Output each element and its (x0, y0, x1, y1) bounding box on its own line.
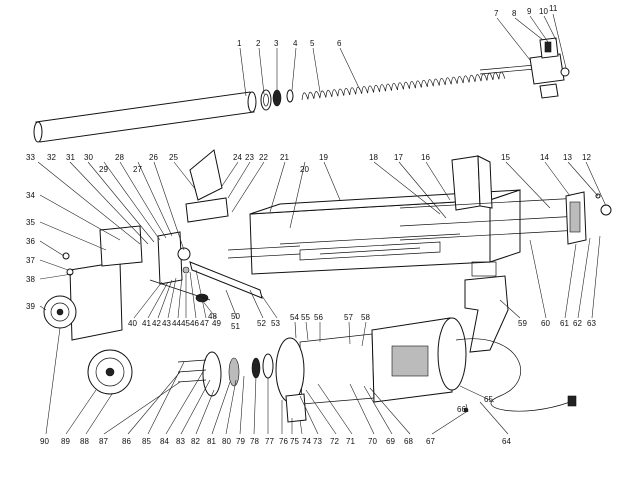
label-26: 26 (149, 153, 158, 162)
label-14: 14 (540, 153, 549, 162)
label-81: 81 (207, 437, 216, 446)
label-65: 65 (484, 395, 493, 404)
leader-lines (37, 13, 607, 435)
label-6: 6 (337, 39, 342, 48)
label-64: 64 (502, 437, 511, 446)
label-90: 90 (40, 437, 49, 446)
label-60: 60 (541, 319, 550, 328)
label-59: 59 (518, 319, 527, 328)
label-16: 16 (421, 153, 430, 162)
label-42: 42 (152, 319, 161, 328)
label-4: 4 (293, 39, 298, 48)
label-23: 23 (245, 153, 254, 162)
tube-assembly (33, 37, 570, 143)
label-21: 21 (280, 153, 289, 162)
label-69: 69 (386, 437, 395, 446)
label-77: 77 (265, 437, 274, 446)
label-83: 83 (176, 437, 185, 446)
label-45: 45 (181, 319, 190, 328)
label-67: 67 (426, 437, 435, 446)
label-31: 31 (66, 153, 75, 162)
label-62: 62 (573, 319, 582, 328)
motor-assembly (177, 317, 577, 423)
label-71: 71 (346, 437, 355, 446)
label-38: 38 (26, 275, 35, 284)
label-79: 79 (236, 437, 245, 446)
label-58: 58 (361, 313, 370, 322)
label-22: 22 (259, 153, 268, 162)
label-35: 35 (26, 218, 35, 227)
label-68: 68 (404, 437, 413, 446)
label-3: 3 (274, 39, 279, 48)
label-89: 89 (61, 437, 70, 446)
label-78: 78 (250, 437, 259, 446)
spring (301, 71, 506, 101)
label-80: 80 (222, 437, 231, 446)
label-30: 30 (84, 153, 93, 162)
label-50: 50 (231, 312, 240, 321)
label-33: 33 (26, 153, 35, 162)
wheel-assembly (43, 225, 211, 395)
label-2: 2 (256, 39, 261, 48)
label-20: 20 (300, 165, 309, 174)
label-86: 86 (122, 437, 131, 446)
label-61: 61 (560, 319, 569, 328)
label-9: 9 (527, 7, 532, 16)
label-18: 18 (369, 153, 378, 162)
label-15: 15 (501, 153, 510, 162)
label-5: 5 (310, 39, 315, 48)
label-52: 52 (257, 319, 266, 328)
label-53: 53 (271, 319, 280, 328)
label-12: 12 (582, 153, 591, 162)
label-48: 48 (208, 312, 217, 321)
label-8: 8 (512, 9, 517, 18)
label-36: 36 (26, 237, 35, 246)
label-84: 84 (160, 437, 169, 446)
label-13: 13 (563, 153, 572, 162)
label-39: 39 (26, 302, 35, 311)
beam-assembly (185, 149, 612, 353)
label-51: 51 (231, 322, 240, 331)
label-72: 72 (330, 437, 339, 446)
label-11: 11 (549, 4, 558, 13)
label-43: 43 (162, 319, 171, 328)
label-17: 17 (394, 153, 403, 162)
label-82: 82 (191, 437, 200, 446)
label-7: 7 (494, 9, 499, 18)
label-66: 66 (457, 405, 466, 414)
label-34: 34 (26, 191, 35, 200)
label-57: 57 (344, 313, 353, 322)
label-24: 24 (233, 153, 242, 162)
label-44: 44 (172, 319, 181, 328)
label-32: 32 (47, 153, 56, 162)
label-85: 85 (142, 437, 151, 446)
label-28: 28 (115, 153, 124, 162)
label-1: 1 (237, 39, 242, 48)
label-40: 40 (128, 319, 137, 328)
label-47: 47 (200, 319, 209, 328)
label-87: 87 (99, 437, 108, 446)
label-49: 49 (212, 319, 221, 328)
label-10: 10 (539, 7, 548, 16)
label-41: 41 (142, 319, 151, 328)
label-56: 56 (314, 313, 323, 322)
label-88: 88 (80, 437, 89, 446)
label-54: 54 (290, 313, 299, 322)
label-76: 76 (279, 437, 288, 446)
label-73: 73 (313, 437, 322, 446)
label-27: 27 (133, 165, 142, 174)
label-55: 55 (301, 313, 310, 322)
label-70: 70 (368, 437, 377, 446)
label-37: 37 (26, 256, 35, 265)
label-74: 74 (302, 437, 311, 446)
label-19: 19 (319, 153, 328, 162)
label-75: 75 (290, 437, 299, 446)
label-46: 46 (190, 319, 199, 328)
label-25: 25 (169, 153, 178, 162)
label-29: 29 (99, 165, 108, 174)
label-63: 63 (587, 319, 596, 328)
part-labels: 1 2 3 4 5 6 7 8 9 10 11 12 13 14 15 16 1… (26, 4, 596, 446)
